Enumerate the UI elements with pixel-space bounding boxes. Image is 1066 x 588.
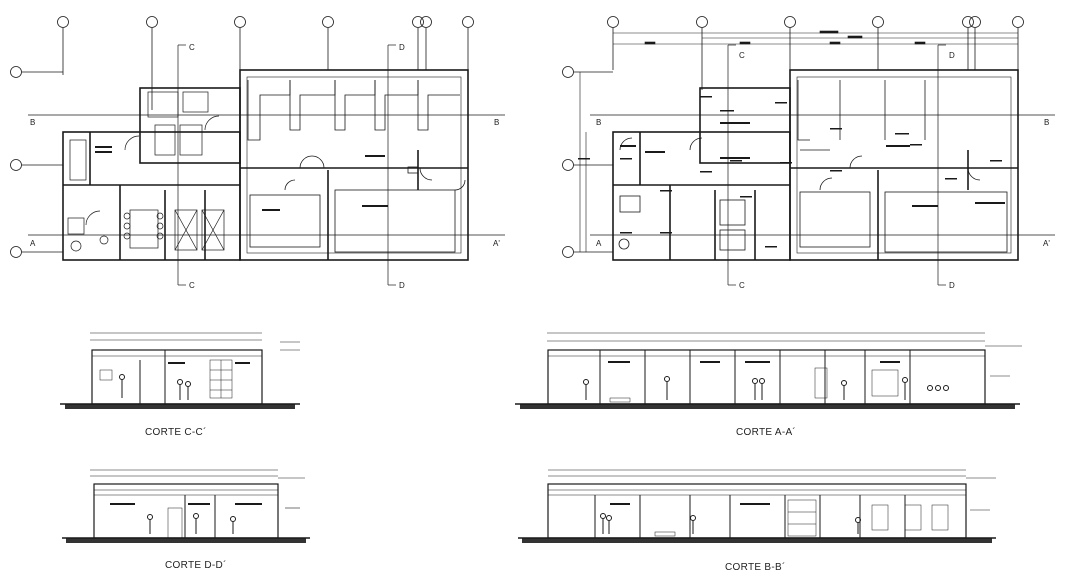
grid-axes-top-left xyxy=(10,16,474,258)
cut-d-bottom-label: D xyxy=(399,281,405,290)
cut-a-left-label: A xyxy=(596,239,602,248)
cut-a-right-label: A' xyxy=(493,239,500,248)
cut-d-top-label: D xyxy=(949,51,955,60)
section-markers-right: C C D D B B A A' xyxy=(596,51,1050,290)
cut-c-top-label: C xyxy=(739,51,745,60)
cut-b-right-label: B xyxy=(494,118,499,127)
section-cut-lines-left xyxy=(28,44,505,286)
dimension-ticks-right xyxy=(578,96,1002,248)
cut-a-left-label: A xyxy=(30,239,36,248)
dimension-lines-right xyxy=(579,30,1018,252)
section-b-b-drawing xyxy=(518,469,996,543)
floor-plan-left: C C D D B B A A' xyxy=(10,16,505,290)
cut-d-bottom-label: D xyxy=(949,281,955,290)
cut-b-left-label: B xyxy=(30,118,35,127)
section-b-b-title: CORTE B-B´ xyxy=(725,562,786,573)
section-d-d-title: CORTE D-D´ xyxy=(165,560,227,571)
cut-b-right-label: B xyxy=(1044,118,1049,127)
cut-d-top-label: D xyxy=(399,43,405,52)
furniture-left xyxy=(67,91,225,252)
section-a-a-drawing xyxy=(515,332,1022,409)
cut-a-right-label: A' xyxy=(1043,239,1050,248)
section-c-c-drawing xyxy=(60,332,300,409)
floor-plan-right: C C D D B B A A' xyxy=(562,16,1055,290)
cut-c-top-label: C xyxy=(189,43,195,52)
section-markers-left: C C D D B B A A' xyxy=(30,43,500,290)
walls-left xyxy=(62,69,469,261)
cut-c-bottom-label: C xyxy=(739,281,745,290)
section-a-a-title: CORTE A-A´ xyxy=(736,427,797,438)
offices-right xyxy=(618,80,1008,253)
cut-c-bottom-label: C xyxy=(189,281,195,290)
walls-right xyxy=(612,69,1019,261)
section-d-d-drawing xyxy=(62,469,310,543)
cut-b-left-label: B xyxy=(596,118,601,127)
section-c-c-title: CORTE C-C´ xyxy=(145,427,207,438)
grid-axes-top-right xyxy=(562,16,1024,258)
section-cut-lines-right xyxy=(590,44,1055,286)
offices-left xyxy=(247,80,466,253)
